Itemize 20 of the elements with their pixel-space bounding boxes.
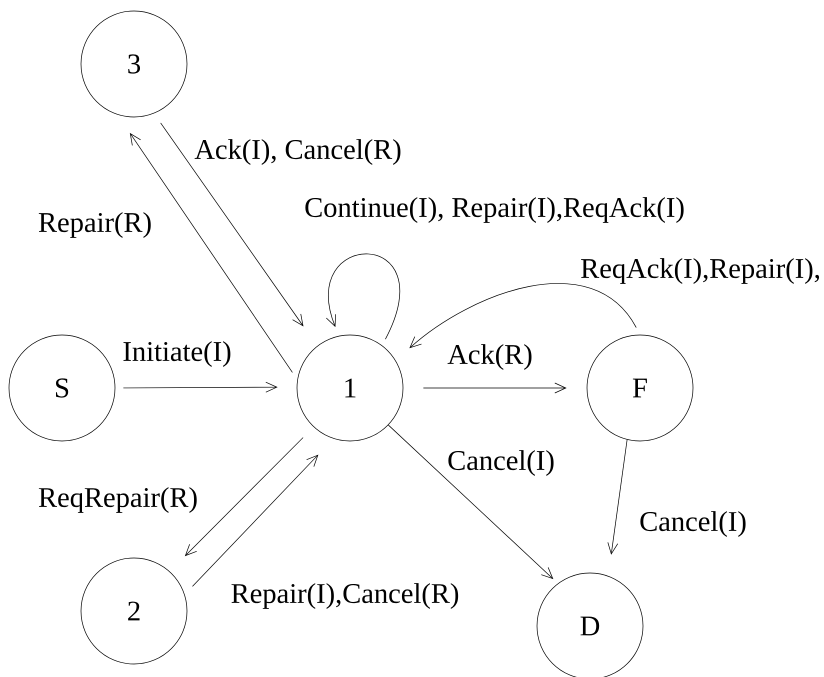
edge-label: ReqAck(I),Repair(I),	[579, 257, 822, 285]
edge-label: Repair(R)	[37, 211, 153, 239]
edge-label: Cancel(I)	[638, 510, 748, 538]
arrow	[388, 424, 554, 580]
edge-label: ReqRepair(R)	[37, 486, 199, 514]
edge-label: Initiate(I)	[121, 340, 233, 368]
edge-label: Continue(I), Repair(I),ReqAck(I)	[303, 196, 686, 224]
edge-label: Repair(I),Cancel(R)	[230, 582, 460, 610]
arrow	[130, 132, 293, 373]
arrow	[409, 283, 637, 348]
arrow	[123, 382, 278, 393]
edge-label: Cancel(I)	[446, 449, 556, 477]
arrow	[184, 437, 304, 556]
edge-label: Ack(R)	[446, 343, 534, 371]
arrow	[192, 454, 318, 587]
arrow	[608, 439, 628, 555]
arrow	[160, 122, 304, 326]
arrow	[423, 382, 567, 394]
arrow	[326, 254, 400, 340]
edge-label: Ack(I), Cancel(R)	[193, 138, 403, 166]
